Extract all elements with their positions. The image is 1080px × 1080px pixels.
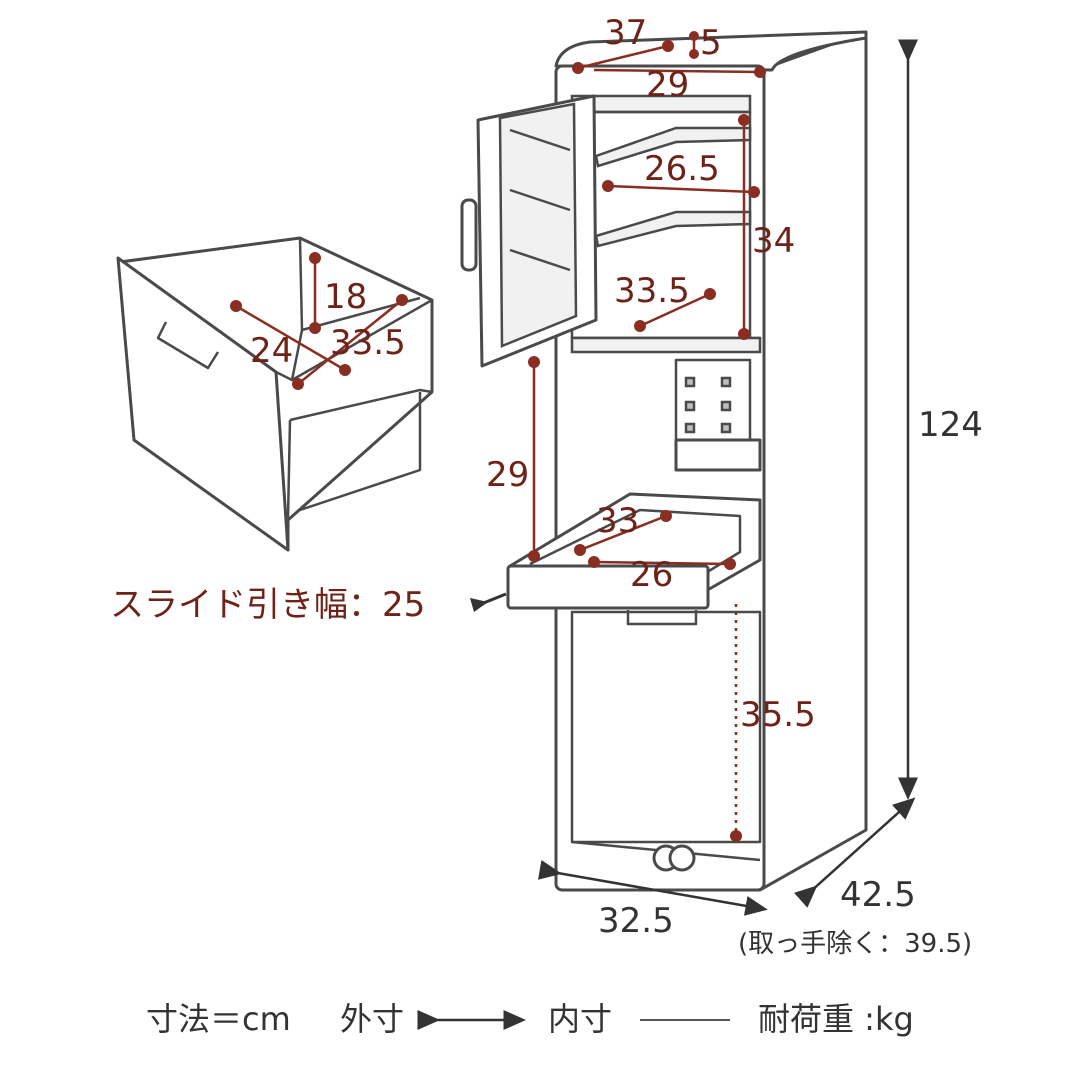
top-inner-dim — [593, 68, 761, 74]
legend: 寸法＝cm 外寸 内寸 耐荷重 :kg — [146, 1000, 914, 1038]
cabinet-illustration — [460, 30, 868, 892]
cabinet-inner-dimensions: 37 5 29 26.5 34 33.5 29 33 26 — [486, 13, 816, 842]
lower-compartment — [570, 610, 762, 844]
outer-dimensions: 124 32.5 42.5 (取っ手除く：39.5) — [537, 39, 983, 959]
slide-tray-front — [506, 564, 710, 610]
height-label: 124 — [918, 405, 983, 445]
drawer-floor-edge — [289, 388, 433, 422]
shelf-depth-label: 33.5 — [614, 271, 690, 311]
slide-depth-label: 33 — [596, 501, 639, 541]
door-to-slide-label: 29 — [486, 455, 529, 495]
upper-shelf-2 — [594, 210, 752, 248]
slide-arrow-head — [470, 598, 488, 612]
caster-wheel — [668, 844, 696, 872]
slide-width-label: 26 — [630, 555, 673, 595]
drawer-side-edge — [286, 419, 292, 519]
depth-label: 42.5 — [840, 875, 916, 915]
legend-outer-label: 外寸 — [340, 1000, 404, 1038]
width-dim — [537, 859, 768, 916]
slide-tray-handle — [626, 610, 698, 626]
slide-depth-dim — [579, 514, 667, 552]
drawer-bottom-edge — [299, 392, 422, 512]
middle-shelf — [570, 336, 762, 354]
drawer-height-label: 18 — [324, 277, 367, 317]
top-width-label: 37 — [604, 13, 647, 53]
drawer-depth-dim — [297, 299, 403, 385]
depth-note: (取っ手除く：39.5) — [738, 929, 972, 959]
drawer-width-label: 24 — [250, 331, 293, 371]
drawer-handle — [156, 321, 220, 370]
top-depth-label: 5 — [700, 23, 722, 63]
slide-width-dim — [593, 560, 731, 566]
slide-pull-width-label: スライド引き幅：25 — [110, 585, 425, 625]
top-width-dim — [577, 44, 669, 70]
door-handle — [460, 198, 478, 272]
shelf-depth-dim — [639, 292, 711, 328]
depth-dim — [794, 797, 916, 908]
lower-height-label: 35.5 — [740, 695, 816, 735]
legend-inner-label: 内寸 — [548, 1000, 612, 1038]
legend-units: 寸法＝cm — [146, 1000, 291, 1038]
top-inner-label: 29 — [646, 65, 689, 105]
legend-load-label: 耐荷重 :kg — [758, 1000, 914, 1038]
door-glass — [498, 102, 578, 348]
drawer-illustration: 18 24 33.5 — [116, 236, 434, 552]
shelf-width-dim — [607, 184, 755, 194]
shelf-height-label: 34 — [752, 221, 795, 261]
drawer-depth-label: 33.5 — [330, 323, 406, 363]
upper-shelf-1 — [594, 126, 752, 168]
slide-note: スライド引き幅：25 — [110, 585, 507, 625]
slide-rail-back — [674, 438, 762, 472]
cabinet-top — [554, 30, 868, 72]
shelf-width-label: 26.5 — [644, 149, 720, 189]
width-label: 32.5 — [598, 901, 674, 941]
cabinet-side-panel — [758, 30, 868, 892]
